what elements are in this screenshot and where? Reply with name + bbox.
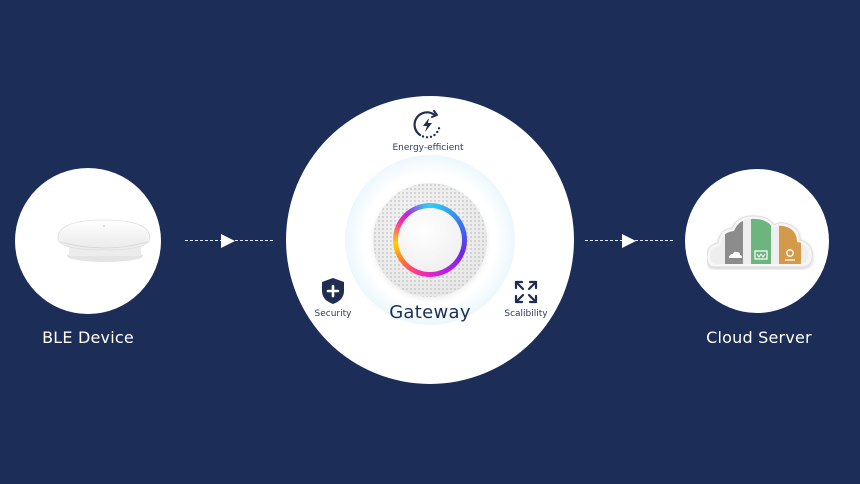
lightning-cycle-icon <box>413 110 441 139</box>
expand-arrows-icon <box>514 280 538 304</box>
gateway-label: Gateway <box>389 302 471 323</box>
ble-device-icon <box>57 219 151 262</box>
cloud-server-label: Cloud Server <box>706 328 812 347</box>
arrow-ble-to-gateway <box>185 234 273 248</box>
energy-efficient-label: Energy-efficient <box>392 143 464 153</box>
shield-plus-icon <box>322 278 344 304</box>
arrow-gateway-to-cloud <box>585 234 673 248</box>
cloud-server-icon <box>707 215 813 268</box>
ble-device-label: BLE Device <box>42 328 134 347</box>
gateway-device-center <box>398 208 462 272</box>
scalability-label: Scalibility <box>504 309 548 319</box>
security-label: Security <box>314 309 352 319</box>
arrow-head-icon <box>221 234 235 248</box>
arrow-head-icon <box>622 234 636 248</box>
